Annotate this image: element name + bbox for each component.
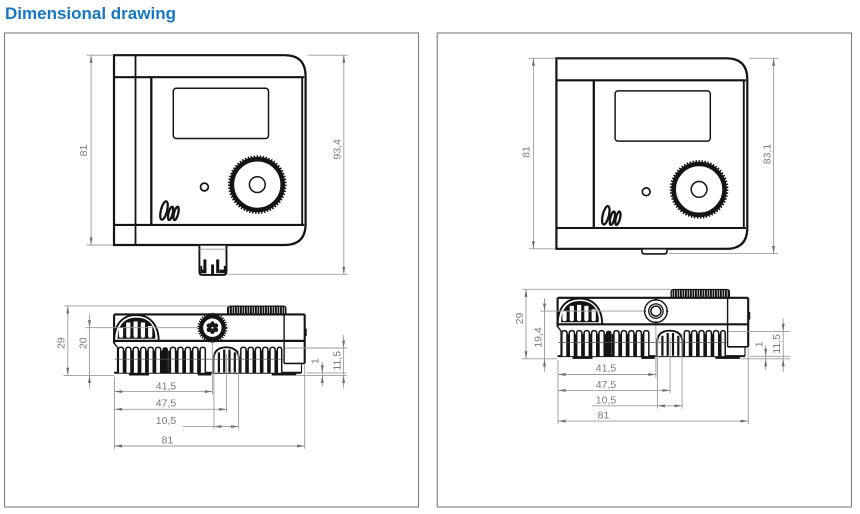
svg-text:11,5: 11,5 <box>771 334 783 354</box>
svg-text:41,5: 41,5 <box>596 363 617 375</box>
svg-text:Dimensional drawing: Dimensional drawing <box>5 4 176 23</box>
svg-text:11,5: 11,5 <box>331 351 343 371</box>
svg-text:29: 29 <box>56 337 68 349</box>
svg-text:81: 81 <box>78 145 90 157</box>
svg-text:81: 81 <box>598 409 610 421</box>
svg-text:10,5: 10,5 <box>596 394 617 406</box>
svg-text:47,5: 47,5 <box>596 379 617 391</box>
svg-text:19,4: 19,4 <box>532 327 544 348</box>
svg-text:81: 81 <box>162 434 174 446</box>
svg-text:29: 29 <box>514 313 526 325</box>
svg-text:47,5: 47,5 <box>156 398 177 410</box>
svg-text:20: 20 <box>78 337 90 349</box>
svg-text:41,5: 41,5 <box>156 380 177 392</box>
svg-text:83,1: 83,1 <box>761 144 773 165</box>
svg-text:1: 1 <box>309 358 321 364</box>
svg-text:1: 1 <box>754 341 766 347</box>
svg-text:81: 81 <box>521 146 533 158</box>
svg-text:93,4: 93,4 <box>331 139 343 160</box>
svg-text:10,5: 10,5 <box>156 415 177 427</box>
